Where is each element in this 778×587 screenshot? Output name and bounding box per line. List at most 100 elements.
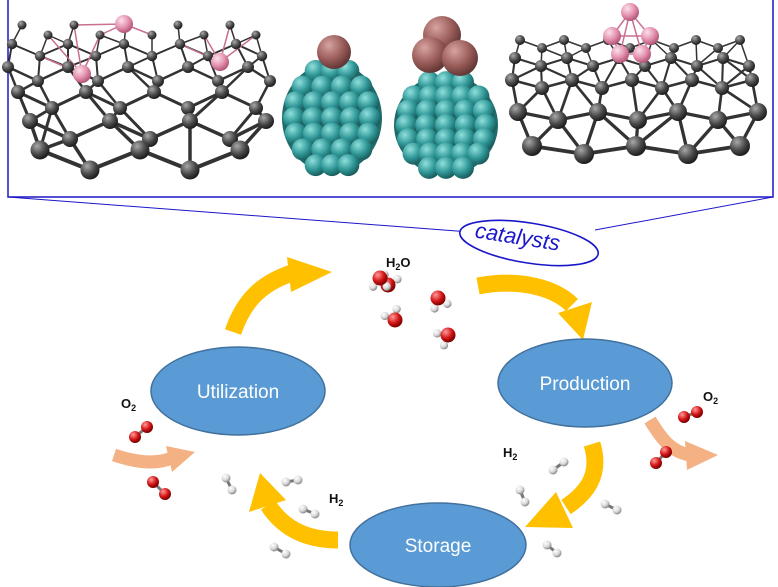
carbon-atom (30, 140, 50, 160)
carbon-atom (130, 140, 150, 160)
dimer-atom-right (442, 40, 478, 76)
adsorbed-metal-atom (317, 35, 351, 69)
carbon-atom (574, 144, 594, 164)
atom (612, 505, 622, 515)
atom (310, 509, 320, 519)
carbon-atom (230, 38, 242, 50)
h2-molecule (600, 499, 622, 515)
atom (660, 446, 672, 458)
cluster-atom (467, 142, 490, 165)
metal-on-fullerene-panel (282, 35, 382, 177)
atom (600, 499, 610, 509)
carbon-atom (22, 113, 38, 129)
h2-molecule (515, 485, 530, 507)
carbon-atom (717, 52, 729, 64)
dimer-atom-left (412, 37, 448, 73)
carbon-atom (505, 73, 519, 87)
carbon-atom (249, 101, 263, 115)
carbon-atom (62, 61, 74, 73)
cluster-atom (321, 107, 343, 129)
hydrogen-atom (430, 304, 439, 313)
atom (147, 476, 159, 488)
carbon-atom (212, 75, 224, 87)
atom (298, 504, 308, 514)
carbon-atom (730, 136, 750, 156)
carbon-atom (90, 50, 102, 62)
o2-molecule (678, 406, 703, 423)
carbon-atom (6, 38, 18, 50)
cluster-atom (451, 156, 474, 179)
h2-label-top: H2 (503, 445, 517, 462)
h2-molecule (542, 540, 562, 558)
o2-molecule (147, 476, 171, 500)
carbon-atom (258, 113, 274, 129)
carbon-atom (749, 103, 767, 121)
carbon-atom (665, 52, 677, 64)
atom (269, 542, 279, 552)
atom (520, 497, 530, 507)
carbon-atom (230, 140, 250, 160)
carbon-atom (515, 35, 525, 45)
carbon-atom (678, 144, 698, 164)
carbon-atom (691, 35, 701, 45)
carbon-atom (713, 43, 723, 53)
cluster-atom (350, 138, 373, 161)
catalyst-panel-frame (7, 0, 774, 198)
carbon-atom (655, 81, 669, 95)
node-utilization-label: Utilization (197, 382, 279, 403)
carbon-atom (45, 101, 59, 115)
hydrogen-atom (393, 275, 402, 284)
cycle-arrow-top-left (224, 257, 332, 335)
carbon-atom (147, 30, 157, 40)
cluster-atom (304, 154, 327, 177)
carbon-atom (92, 75, 104, 87)
cluster-atom (302, 107, 324, 129)
carbon-atom (2, 61, 14, 73)
metal-atom (115, 15, 133, 33)
carbon-atom (561, 52, 573, 64)
carbon-atom (62, 38, 74, 50)
cluster-atom (321, 91, 343, 114)
carbon-atom (251, 30, 261, 40)
atom (293, 475, 303, 485)
carbon-atom (626, 136, 646, 156)
carbon-atom (69, 20, 79, 30)
carbon-atom (581, 43, 591, 53)
cluster-atom (339, 91, 362, 114)
hydrogen-atom (382, 282, 392, 291)
carbon-atom (174, 38, 186, 50)
water-molecule (430, 290, 452, 313)
carbon-atom (535, 81, 549, 95)
carbon-atom (199, 30, 209, 40)
carbon-atom (122, 61, 134, 73)
oxygen-atom (387, 312, 403, 328)
carbon-atom (509, 103, 527, 121)
metal-atom (211, 53, 229, 71)
carbon-atom (535, 60, 547, 72)
carbon-atom (559, 35, 569, 45)
metal-atom (73, 65, 91, 83)
carbon-atom (225, 20, 235, 30)
o2-label-left: O2 (121, 396, 136, 413)
o2-molecule (650, 446, 672, 469)
carbon-atom (182, 61, 194, 73)
atom (650, 457, 662, 469)
o2-label-right: O2 (703, 389, 718, 406)
cluster-atom (402, 142, 425, 165)
hydrogen-atom (443, 299, 452, 308)
hydrogen-atom (380, 311, 389, 321)
hydrogen-atom (439, 341, 449, 350)
carbon-atom (745, 73, 759, 87)
carbon-atom (256, 50, 268, 62)
node-production-label: Production (540, 374, 631, 395)
carbon-atom (180, 160, 200, 180)
o2-arrow-right (644, 416, 718, 470)
node-production: Production (497, 338, 673, 428)
atom (515, 485, 525, 495)
oxygen-atom (440, 327, 456, 343)
carbon-atom (215, 85, 229, 99)
cycle-arrow-top-right (476, 274, 592, 340)
h2-molecule (548, 457, 569, 475)
atom (548, 465, 558, 475)
